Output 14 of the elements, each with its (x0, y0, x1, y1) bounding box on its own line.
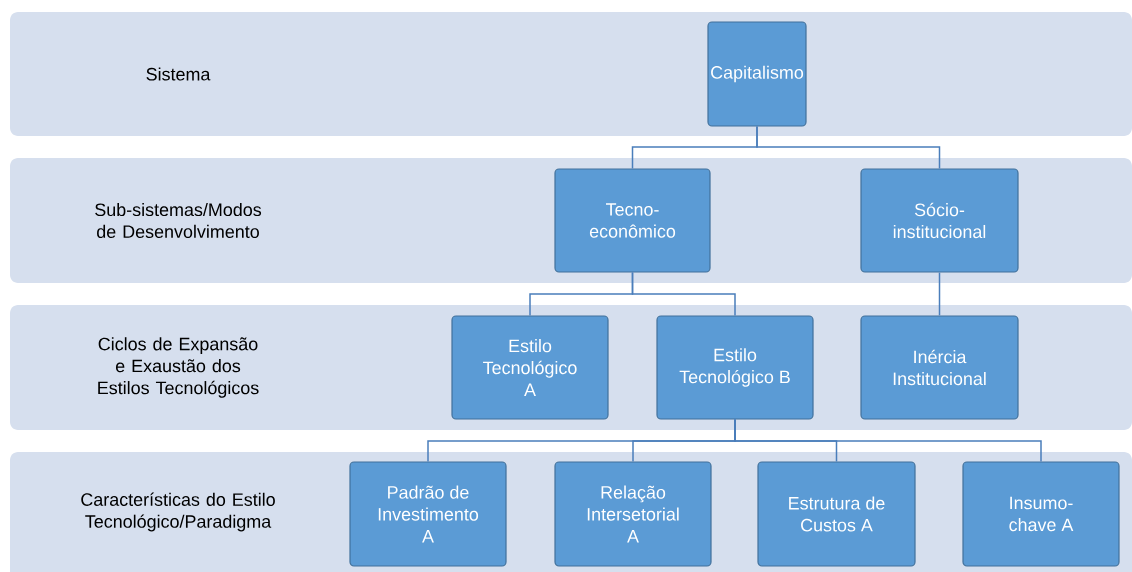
connector (631, 271, 736, 317)
connector (938, 271, 941, 317)
process-box: Relação Intersetorial A (554, 461, 712, 567)
process-box: Capitalismo (707, 21, 807, 127)
process-box: Padrão de Investimento A (349, 461, 507, 567)
connector (734, 418, 1042, 463)
process-box: Tecno-econômico (554, 168, 711, 273)
process-box: Estilo Tecnológico A (451, 315, 609, 420)
process-box: Estrutura de Custos A (757, 461, 916, 567)
process-box: Sócio-institucional (860, 168, 1019, 273)
connector (756, 125, 941, 170)
process-box: Insumo-chave A (962, 461, 1120, 567)
process-box: Inércia Institucional (860, 315, 1019, 420)
process-box: Estilo Tecnológico B (656, 315, 814, 420)
